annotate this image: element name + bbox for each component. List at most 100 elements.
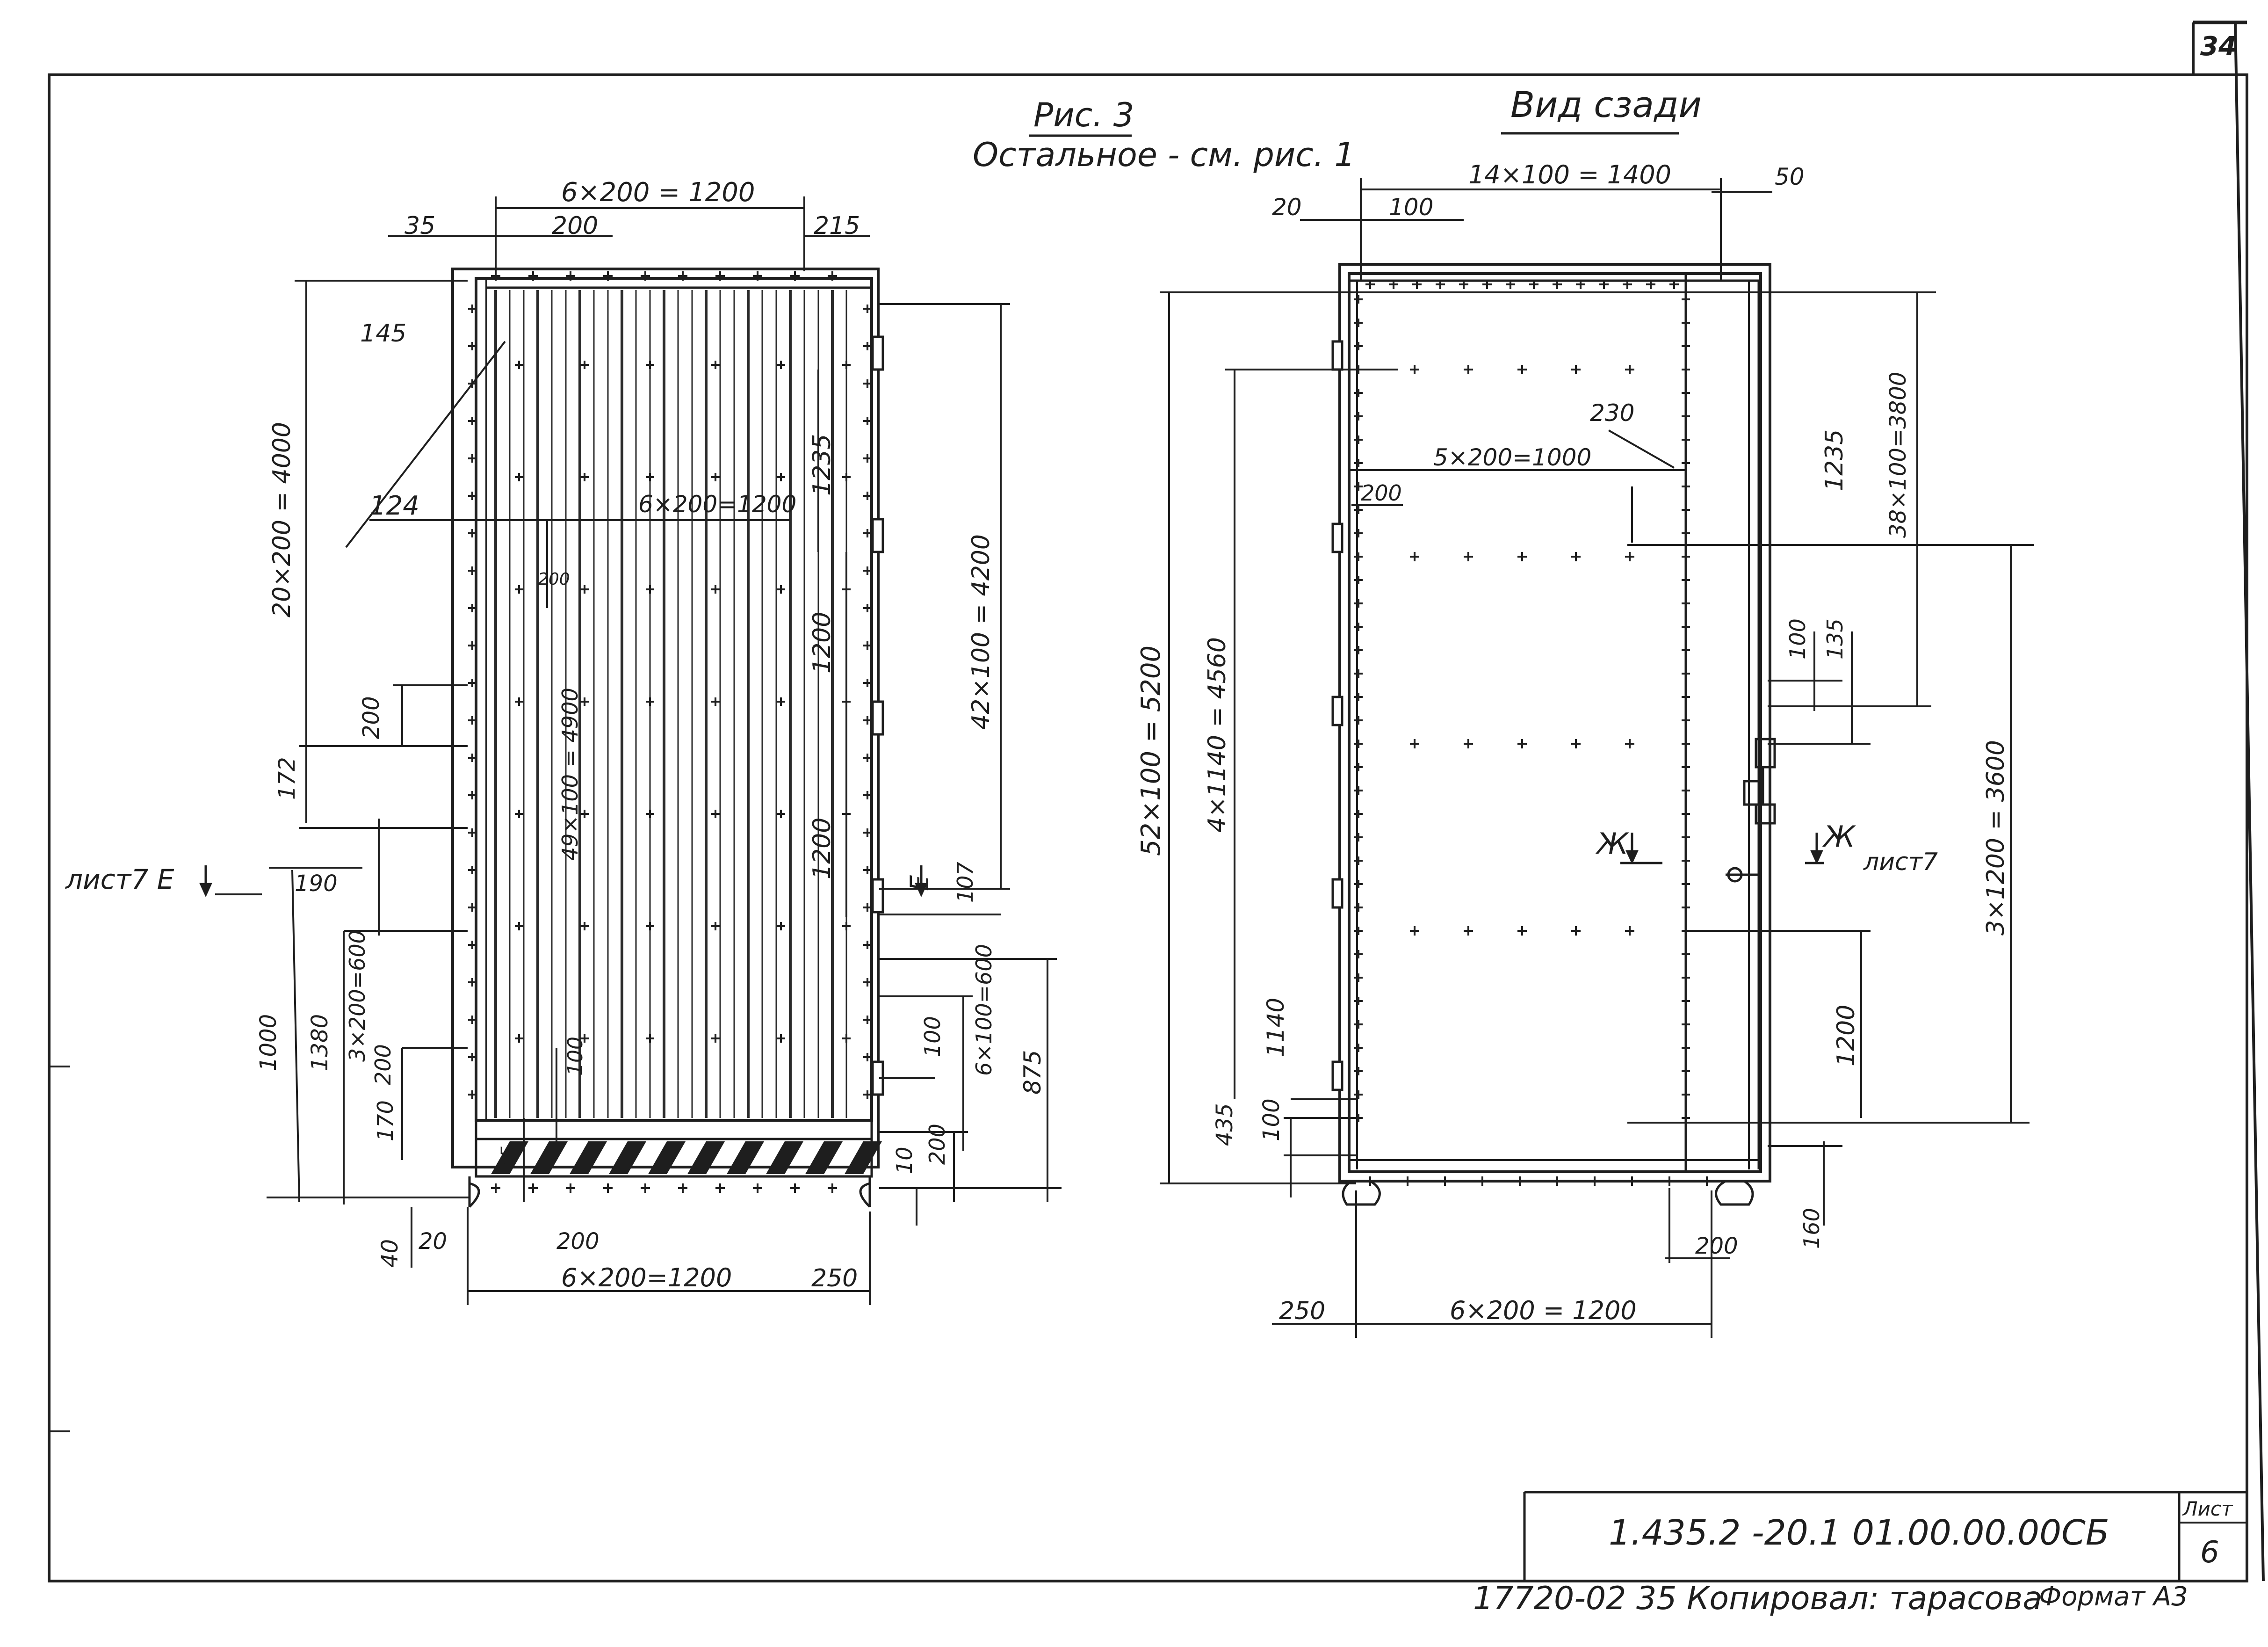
rear-cross	[1354, 1044, 1363, 1052]
rear-hinges	[1331, 340, 1343, 1091]
fig3-cross	[777, 697, 785, 706]
rear-cross	[1682, 973, 1690, 982]
rear-cross	[1571, 365, 1581, 374]
fig3-cross	[468, 903, 477, 912]
fig3-cross	[515, 922, 523, 930]
rear-cross	[1682, 786, 1690, 795]
fig3-cross	[711, 1034, 720, 1043]
fig3-cross	[468, 716, 477, 725]
rear-cross	[1354, 880, 1363, 888]
fig3-hatch-strip	[491, 1141, 882, 1174]
rear-cross	[1553, 1176, 1562, 1186]
rear-cross	[1354, 576, 1363, 584]
fig3-cross	[777, 473, 785, 481]
fig3-dim-right-600: 6×100=600	[971, 944, 997, 1076]
fig3-cross	[753, 1183, 762, 1193]
fig3-cross	[468, 566, 477, 575]
rear-cross	[1354, 552, 1363, 561]
stamp-sheet-label: Лист	[2182, 1497, 2233, 1520]
rear-cross	[1623, 280, 1632, 289]
fig3-cross	[863, 641, 872, 650]
rear-cross	[1682, 1044, 1690, 1052]
rear-cross	[1682, 833, 1690, 842]
rear-cross	[1682, 810, 1690, 818]
fig3-cross	[863, 1090, 872, 1099]
fig3-dim-bottom-200: 200	[556, 1228, 600, 1255]
fig3-cross	[646, 361, 654, 369]
fig3-cross	[711, 697, 720, 706]
fig3-cross	[646, 697, 654, 706]
fig3-rods	[494, 290, 847, 1118]
rear-cross	[1410, 926, 1419, 936]
rear-cross	[1682, 482, 1690, 491]
fig3-cross	[468, 1090, 477, 1099]
rear-cross	[1354, 295, 1363, 304]
rear-cross	[1354, 997, 1363, 1005]
fig3-dim-left-200: 200	[358, 696, 384, 739]
fig3-cross	[468, 866, 477, 874]
fig3-hatch-stripe	[648, 1141, 686, 1174]
fig3-cross	[528, 1183, 538, 1193]
fig3-dim-left-170: 170	[373, 1100, 398, 1141]
fig3-hatch-stripe	[491, 1141, 528, 1174]
rear-dim-435: 435	[1212, 1103, 1238, 1146]
rear-cross	[1682, 435, 1690, 444]
rear-section-sheet: лист7	[1863, 848, 1938, 876]
fig3-cross	[678, 271, 687, 281]
fig3-cross	[515, 473, 523, 481]
fig3-cross	[842, 1034, 851, 1043]
rear-cross	[1354, 1020, 1363, 1029]
fig3-cross	[566, 1183, 575, 1193]
format-label: Формат А3	[2039, 1582, 2188, 1612]
fig3-dim-bottom-20: 20	[419, 1228, 447, 1255]
rear-section-mark: Ж	[1595, 827, 1629, 861]
rear-cross	[1354, 646, 1363, 654]
fig3-cross	[468, 679, 477, 687]
fig3-cross	[646, 585, 654, 594]
fig3-cross	[468, 604, 477, 612]
fig3-cross	[842, 361, 851, 369]
fig3-cross	[711, 585, 720, 594]
rear-cross	[1702, 1176, 1712, 1186]
rear-cross	[1354, 903, 1363, 912]
fig3-dim-left-200-low: 200	[370, 1044, 396, 1085]
rear-cross	[1354, 1090, 1363, 1099]
rear-dim-230: 230	[1590, 399, 1634, 427]
rear-cross	[1440, 1176, 1450, 1186]
fig3-dim-right-10: 10	[892, 1146, 917, 1174]
rear-cross	[1682, 740, 1690, 748]
fig3-dim-left-190: 190	[295, 871, 338, 897]
rear-cross	[1665, 1176, 1674, 1186]
fig3-dim-145: 145	[360, 319, 406, 348]
rear-cross	[1354, 786, 1363, 795]
rear-cross	[1517, 739, 1527, 748]
rear-cross	[1517, 552, 1527, 561]
fig3-cross	[468, 1053, 477, 1061]
rear-dim-1235: 1235	[1820, 429, 1849, 491]
rear-cross	[1354, 973, 1363, 982]
rear-cross	[1625, 739, 1634, 748]
rear-cross	[1625, 552, 1634, 561]
fig3-cross	[468, 342, 477, 350]
rear-cross	[1354, 319, 1363, 327]
fig3-dim-bottom-40: 40	[377, 1239, 403, 1268]
fig3-hatch-stripe	[687, 1141, 725, 1174]
fig3-cross	[580, 1034, 589, 1043]
fig3-cross	[468, 828, 477, 837]
fig3-cross	[515, 697, 523, 706]
rear-cross	[1354, 412, 1363, 421]
fig3-cross	[468, 641, 477, 650]
fig3-cross	[580, 922, 589, 930]
fig3-cross	[580, 697, 589, 706]
fig3-dim-right-1200-a: 1200	[808, 612, 836, 674]
rear-cross	[1682, 693, 1690, 701]
fig3-hatch-stripe	[805, 1141, 843, 1174]
rear-dim-top-100: 100	[1389, 194, 1433, 221]
rear-cross	[1517, 926, 1527, 936]
rear-dim-4560: 4×1140 = 4560	[1203, 637, 1231, 833]
fig3-cross	[528, 271, 538, 281]
rear-dim-160: 160	[1799, 1208, 1824, 1249]
fig3-dim-right-1235: 1235	[808, 434, 836, 496]
rear-cross	[1506, 280, 1515, 289]
